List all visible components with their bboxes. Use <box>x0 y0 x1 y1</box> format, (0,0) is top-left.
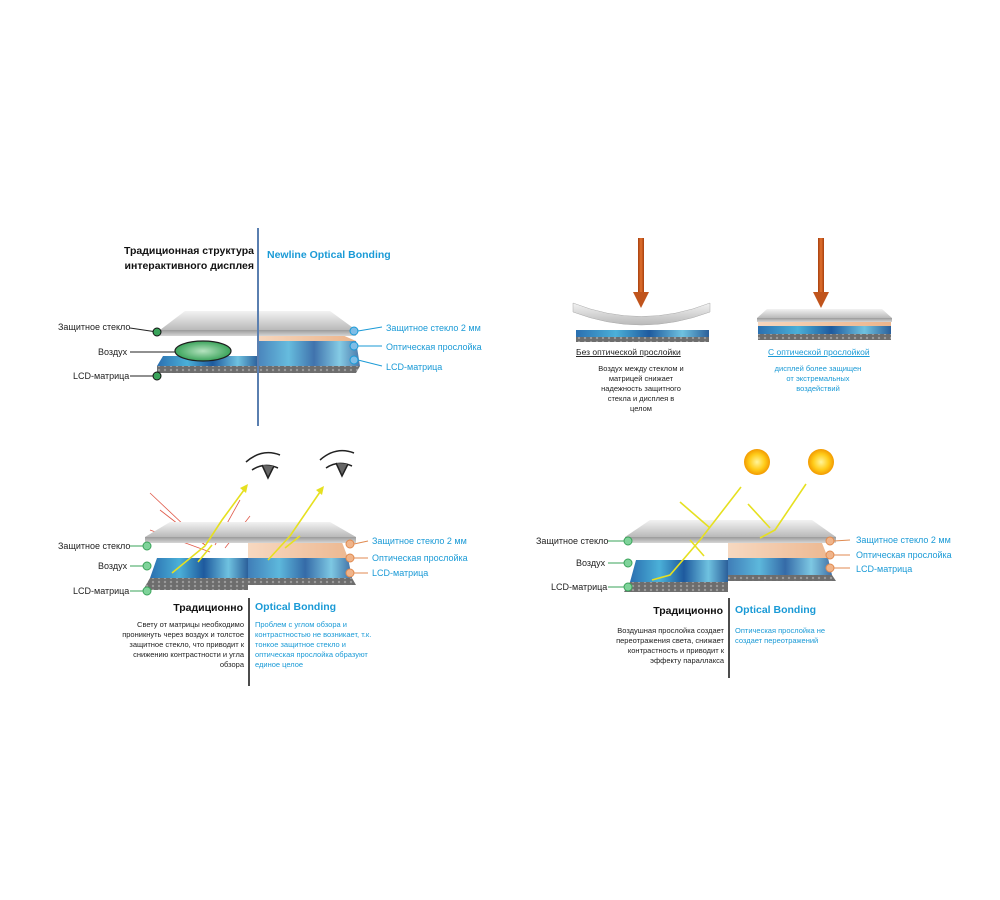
optical-bonding-desc: Оптическая прослойка не создает переотра… <box>735 626 826 645</box>
label-air: Воздух <box>576 558 606 568</box>
traditional-desc: Свету от матрицы необходимо проникнуть ч… <box>122 620 244 669</box>
label-optical-layer: Оптическая прослойка <box>372 553 468 563</box>
optical-bonding-heading: Optical Bonding <box>255 601 337 613</box>
label-protective-glass: Защитное стекло <box>58 541 131 551</box>
structure-title-line2: интерактивного дисплея <box>124 260 254 272</box>
structure-title-line1: Традиционная структура <box>124 245 254 257</box>
label-lcd-matrix-right: LCD-матрица <box>372 568 429 578</box>
label-lcd-matrix-right: LCD-матрица <box>386 362 443 372</box>
bent-glass <box>572 302 711 326</box>
label-protective-glass: Защитное стекло <box>58 322 131 332</box>
marker-dot <box>152 327 162 337</box>
label-protective-glass-2mm: Защитное стекло 2 мм <box>372 536 467 546</box>
newline-title: Newline Optical Bonding <box>267 249 391 261</box>
air-gap-ellipse <box>174 340 232 362</box>
pressure-diagram <box>572 238 892 342</box>
with-layer-desc: дисплей более защищен от экстремальных в… <box>774 364 862 393</box>
traditional-heading: Традиционно <box>653 605 723 617</box>
newline-optical-bonding: Optical Bonding <box>309 249 391 261</box>
label-lcd-matrix: LCD-матрица <box>73 371 130 381</box>
pressure-arrow-left <box>638 238 644 293</box>
label-protective-glass-2mm: Защитное стекло 2 мм <box>856 535 951 545</box>
eye-icon <box>245 449 355 480</box>
traditional-heading: Традиционно <box>173 602 243 614</box>
label-air: Воздух <box>98 561 128 571</box>
with-layer-label: С оптической прослойкой <box>768 347 870 357</box>
label-optical-layer: Оптическая прослойка <box>386 342 482 352</box>
traditional-desc: Воздушная прослойка создает переотражени… <box>616 626 724 665</box>
without-layer-desc: Воздух между стеклом и матрицей снижает … <box>598 364 684 413</box>
label-protective-glass-2mm: Защитное стекло 2 мм <box>386 323 481 333</box>
newline-brand: Newline <box>267 249 307 261</box>
label-protective-glass: Защитное стекло <box>536 536 609 546</box>
label-air: Воздух <box>98 347 128 357</box>
label-optical-layer: Оптическая прослойка <box>856 550 952 560</box>
label-lcd-matrix-right: LCD-матрица <box>856 564 913 574</box>
pressure-arrow-right <box>818 238 824 293</box>
without-layer-label: Без оптической прослойки <box>576 347 681 357</box>
viewing-diagram <box>130 449 369 686</box>
sun-icon <box>744 449 770 475</box>
reflection-diagram <box>608 449 851 678</box>
sun-icon <box>808 449 834 475</box>
label-lcd-matrix: LCD-матрица <box>73 586 130 596</box>
label-lcd-matrix: LCD-матрица <box>551 582 608 592</box>
optical-bonding-heading: Optical Bonding <box>735 604 817 616</box>
optical-bonding-desc: Проблем с углом обзора и контрастностью … <box>255 620 372 669</box>
structure-diagram <box>129 228 383 426</box>
